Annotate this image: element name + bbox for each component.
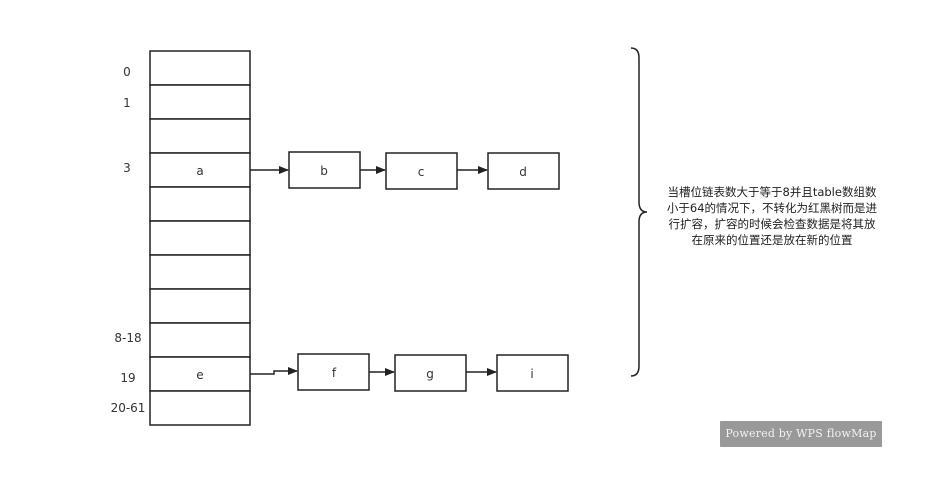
node-f <box>297 353 370 391</box>
node-i-label: i <box>530 367 533 381</box>
arrow-e-to-f <box>250 367 298 375</box>
array-cell <box>149 118 251 154</box>
node-b <box>288 151 361 189</box>
index-label-1: 1 <box>123 96 131 110</box>
node-d <box>487 152 560 190</box>
array-table <box>149 50 251 426</box>
array-cell <box>149 50 251 86</box>
node-i <box>496 354 569 392</box>
array-cell <box>149 322 251 358</box>
array-cell <box>149 84 251 120</box>
index-label-3: 3 <box>123 161 131 175</box>
array-cell-label-a: a <box>196 164 203 178</box>
index-label-20-61: 20-61 <box>111 401 146 415</box>
index-label-0: 0 <box>123 65 131 79</box>
curly-brace <box>630 47 648 377</box>
node-g <box>394 354 467 392</box>
array-cell-label-e: e <box>196 368 203 382</box>
node-d-label: d <box>519 165 527 179</box>
array-cell <box>149 220 251 256</box>
annotation-note: 当槽位链表数大于等于8并且table数组数小于64的情况下，不转化为红黑树而是进… <box>666 185 878 247</box>
array-cell <box>149 288 251 324</box>
array-cell <box>149 254 251 290</box>
index-label-19: 19 <box>120 371 135 385</box>
node-c-label: c <box>418 165 425 179</box>
node-c <box>385 152 458 190</box>
array-cell <box>149 186 251 222</box>
wps-flowmap-watermark: Powered by WPS flowMap <box>720 421 882 447</box>
node-b-label: b <box>320 164 328 178</box>
node-g-label: g <box>426 367 434 381</box>
node-f-label: f <box>332 366 337 380</box>
array-cell <box>149 356 251 392</box>
array-cell <box>149 390 251 426</box>
index-label-8-18: 8-18 <box>114 331 141 345</box>
